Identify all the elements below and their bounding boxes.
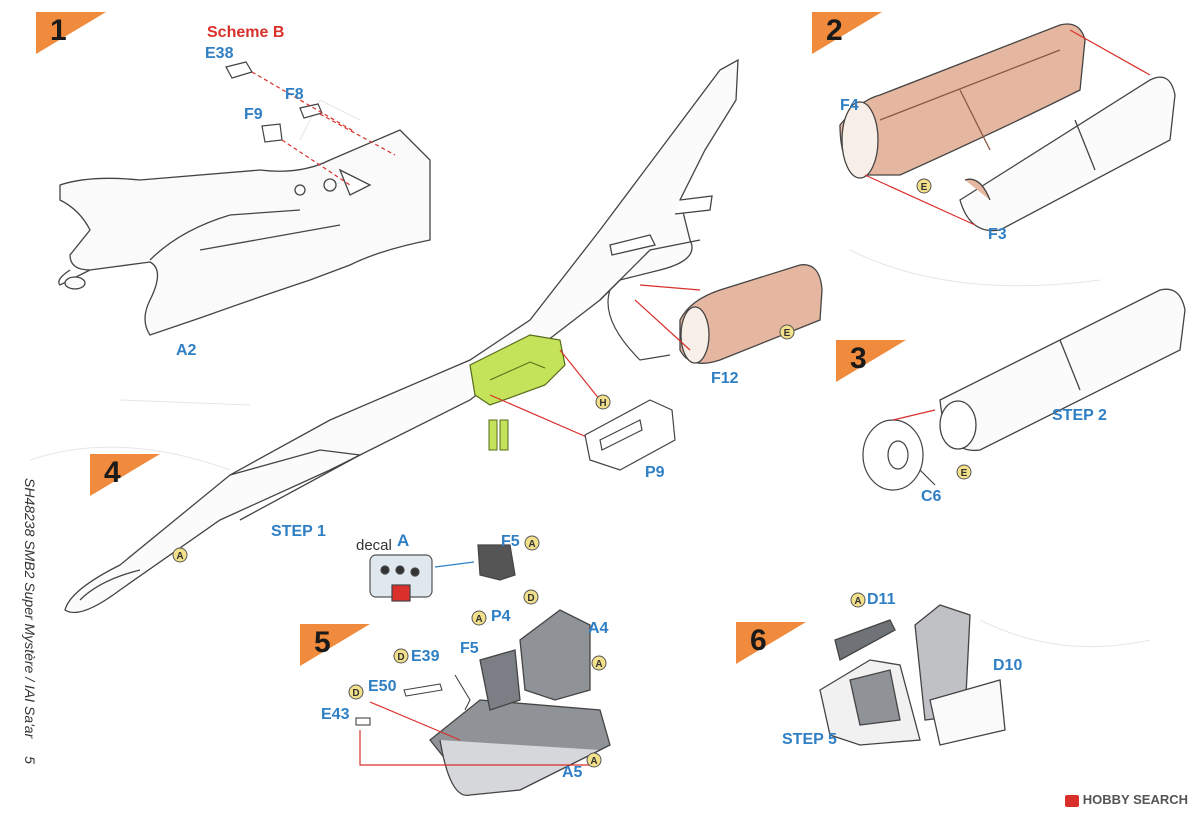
- step-number: 2: [826, 14, 843, 47]
- part-label-f9: F9: [244, 106, 263, 123]
- paint-a-2: A: [528, 539, 535, 550]
- f12-mount: [607, 289, 671, 361]
- paint-d-3: D: [352, 688, 359, 699]
- arrows-step5: [359, 701, 590, 766]
- arrows-step1: [251, 71, 396, 186]
- step-tag-3: 3: [836, 340, 906, 382]
- step-number: 6: [750, 624, 767, 657]
- part-label-f5: F5: [460, 640, 479, 657]
- paint-e-1: E: [921, 182, 928, 193]
- decal-letter: A: [397, 531, 410, 550]
- side-caption: SH48238 SMB2 Super Mystère / IAI Sa'ar 5: [22, 478, 38, 838]
- part-label-e43: E43: [321, 706, 350, 723]
- part-label-a2: A2: [176, 342, 197, 359]
- background-showthrough: [29, 99, 1151, 648]
- step-ref-2: STEP 2: [1052, 407, 1107, 424]
- part-label-f5-top: F5: [501, 533, 520, 550]
- main-fuselage-part: [64, 58, 739, 614]
- paint-d-1: D: [527, 593, 534, 604]
- step-tag-1: 1: [36, 12, 106, 54]
- hobbysearch-logo-icon: [1064, 794, 1079, 807]
- part-label-a5: A5: [562, 764, 583, 781]
- step-number: 3: [850, 342, 867, 375]
- part-label-a4: A4: [588, 620, 609, 637]
- decal-arrow: [434, 561, 475, 568]
- instrument-panel: [369, 544, 516, 602]
- step-number: 5: [314, 626, 331, 659]
- paint-markers: [172, 178, 972, 768]
- part-label-d10: D10: [993, 657, 1023, 674]
- assembled-cockpit: [819, 604, 1006, 746]
- watermark: HOBBY SEARCH: [1064, 792, 1188, 807]
- part-label-f12: F12: [711, 370, 739, 387]
- part-label-f3: F3: [988, 226, 1007, 243]
- jetpipe-f4: [839, 23, 1086, 179]
- part-label-c6: C6: [921, 488, 942, 505]
- part-label-e39: E39: [411, 648, 440, 665]
- paint-h-1: H: [599, 398, 606, 409]
- watermark-text: HOBBY SEARCH: [1082, 792, 1188, 807]
- paint-e-3: E: [961, 468, 968, 479]
- step-tag-6: 6: [736, 622, 806, 664]
- arrow-c6: [892, 409, 936, 421]
- step-number: 1: [50, 14, 67, 47]
- jetpipe-assembly: [939, 288, 1186, 452]
- step-ref-5: STEP 5: [782, 731, 837, 748]
- arrows-step2: [864, 29, 1151, 226]
- part-label-p4: P4: [491, 608, 511, 625]
- paint-a-3: A: [475, 614, 482, 625]
- side-text: SH48238 SMB2 Super Mystère / IAI Sa'ar: [22, 478, 38, 739]
- scheme-label: Scheme B: [207, 24, 285, 41]
- small-parts-step1: [225, 61, 323, 143]
- part-label-e38: E38: [205, 45, 234, 62]
- paint-a-1: A: [176, 551, 183, 562]
- part-p9: [584, 399, 676, 471]
- paint-d-2: D: [397, 652, 404, 663]
- part-label-e50: E50: [368, 678, 397, 695]
- part-label-d11: D11: [867, 591, 896, 608]
- paint-a-5: A: [590, 756, 597, 767]
- rear-fuselage-part: [58, 129, 431, 336]
- assembly-drawing: E E H E A A A D A D D A A: [29, 23, 1186, 796]
- decal-label: decal: [356, 537, 392, 554]
- part-label-f8: F8: [285, 86, 304, 103]
- paint-a-4: A: [595, 659, 602, 670]
- paint-a-6: A: [854, 596, 861, 607]
- paint-e-2: E: [784, 328, 791, 339]
- part-c6: [862, 419, 936, 491]
- step-number: 4: [104, 456, 121, 489]
- step-ref-1: STEP 1: [271, 523, 326, 540]
- step-tag-2: 2: [812, 12, 882, 54]
- cockpit-tub: [429, 609, 611, 796]
- instruction-sheet: E E H E A A A D A D D A A 1 2 3 4 5 6 Sc…: [22, 12, 1188, 807]
- part-label-p9: P9: [645, 464, 665, 481]
- part-label-f4: F4: [840, 97, 859, 114]
- arrows-f12: [634, 284, 701, 351]
- jetpipe-f3: [959, 76, 1176, 232]
- step-tag-4: 4: [90, 454, 160, 496]
- part-f12: [679, 264, 823, 364]
- highlighted-insert: [469, 334, 566, 451]
- page-number: 5: [22, 756, 38, 764]
- small-parts-step5: [355, 674, 471, 726]
- paint-marker-letters: E E H E A A A D A D D A A: [176, 182, 967, 767]
- step-tag-5: 5: [300, 624, 370, 666]
